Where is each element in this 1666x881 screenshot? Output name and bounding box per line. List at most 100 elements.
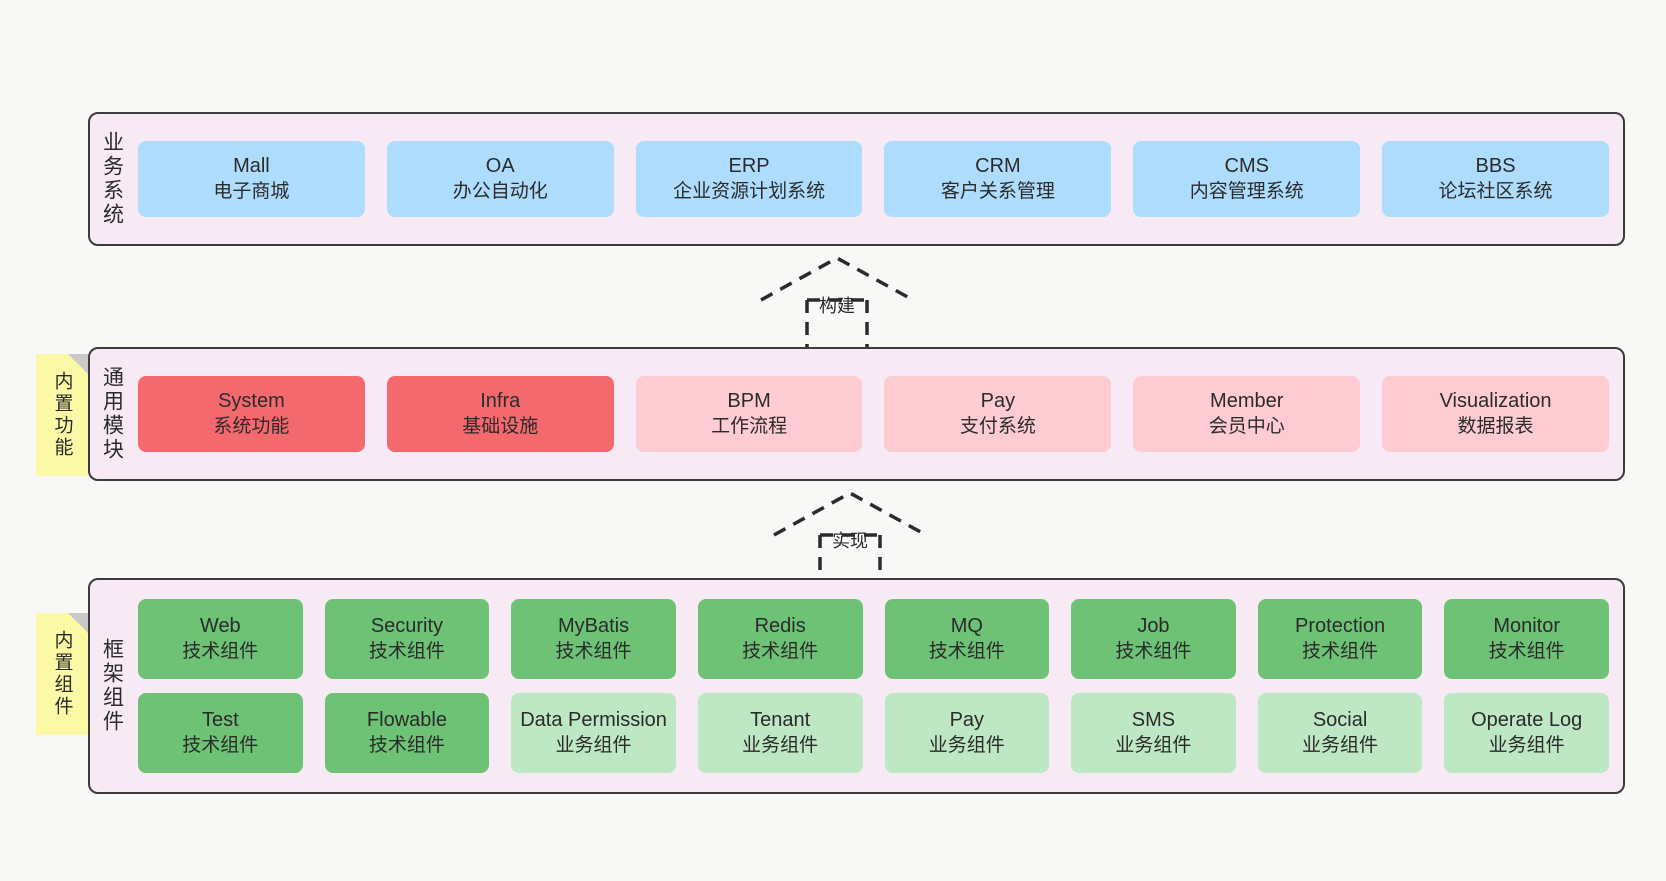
module-name-en: BPM (727, 390, 771, 413)
component-name-en: MyBatis (558, 615, 630, 638)
component-box-test[interactable]: Test 技术组件 (138, 693, 303, 773)
module-name-cn: 系统功能 (213, 415, 290, 437)
module-box-visualization[interactable]: Visualization 数据报表 (1382, 376, 1609, 452)
module-box-bpm[interactable]: BPM 工作流程 (635, 376, 863, 452)
arrow-head-shape (773, 491, 927, 537)
module-name-cn: 基础设施 (462, 415, 539, 437)
layer-body-business-system: Mall 电子商城 OA 办公自动化 ERP 企业资源计划系统 CRM 客户关系… (134, 114, 1623, 244)
module-name-en: CRM (975, 155, 1021, 178)
module-name-cn: 工作流程 (711, 415, 788, 437)
component-name-en: Job (1137, 615, 1170, 638)
component-name-cn: 技术组件 (1488, 640, 1565, 662)
layer-body-common-module: System 系统功能 Infra 基础设施 BPM 工作流程 Pay 支付系统… (134, 349, 1623, 479)
layer-business-system[interactable]: 业务系统 Mall 电子商城 OA 办公自动化 ERP 企业资源计划系统 CRM… (88, 112, 1625, 246)
note-builtin-component: 内置组件 (36, 613, 88, 735)
component-box-protection[interactable]: Protection 技术组件 (1257, 599, 1423, 679)
component-box-monitor[interactable]: Monitor 技术组件 (1444, 599, 1609, 679)
module-box-mall[interactable]: Mall 电子商城 (138, 141, 365, 217)
component-name-en: Security (370, 615, 444, 638)
module-box-pay[interactable]: Pay 支付系统 (884, 376, 1112, 452)
component-box-security[interactable]: Security 技术组件 (324, 599, 490, 679)
component-box-tenant[interactable]: Tenant 业务组件 (697, 693, 863, 773)
module-name-cn: 论坛社区系统 (1438, 180, 1553, 202)
component-box-mq[interactable]: MQ 技术组件 (884, 599, 1050, 679)
component-name-en: SMS (1131, 709, 1176, 732)
component-name-cn: 业务组件 (928, 734, 1005, 756)
module-name-cn: 会员中心 (1208, 415, 1285, 437)
module-name-en: Visualization (1439, 390, 1552, 413)
component-name-en: Redis (754, 615, 806, 638)
module-box-member[interactable]: Member 会员中心 (1133, 376, 1361, 452)
component-name-en: Social (1312, 709, 1368, 732)
module-name-en: CMS (1224, 155, 1269, 178)
component-box-operate-log[interactable]: Operate Log 业务组件 (1444, 693, 1609, 773)
component-box-flowable[interactable]: Flowable 技术组件 (324, 693, 490, 773)
module-box-system[interactable]: System 系统功能 (138, 376, 365, 452)
module-name-en: System (218, 390, 285, 413)
module-name-en: BBS (1475, 155, 1516, 178)
component-box-sms[interactable]: SMS 业务组件 (1071, 693, 1236, 773)
layer-framework-component[interactable]: 框架组件 Web 技术组件 Security 技术组件 MyBatis 技术组件… (88, 578, 1625, 794)
layer-body-framework-component: Web 技术组件 Security 技术组件 MyBatis 技术组件 Redi… (134, 580, 1623, 792)
component-name-en: Data Permission (520, 709, 667, 732)
component-name-cn: 业务组件 (1302, 734, 1379, 756)
component-name-en: Flowable (366, 709, 447, 732)
arrow-head-shape (760, 256, 914, 302)
component-box-data-permission[interactable]: Data Permission 业务组件 (511, 693, 676, 773)
layer-common-module[interactable]: 通用模块 System 系统功能 Infra 基础设施 BPM 工作流程 Pay… (88, 347, 1625, 481)
component-name-cn: 技术组件 (368, 734, 445, 756)
module-box-crm[interactable]: CRM 客户关系管理 (884, 141, 1112, 217)
component-name-cn: 技术组件 (742, 640, 819, 662)
connector-implement: 实现 (770, 487, 930, 583)
module-row: Mall 电子商城 OA 办公自动化 ERP 企业资源计划系统 CRM 客户关系… (138, 141, 1609, 217)
component-name-cn: 技术组件 (182, 734, 259, 756)
component-name-cn: 业务组件 (1115, 734, 1192, 756)
module-name-en: OA (485, 155, 515, 178)
layer-title-business-system: 业务系统 (100, 131, 124, 227)
component-name-cn: 业务组件 (1488, 734, 1565, 756)
component-name-cn: 技术组件 (555, 640, 632, 662)
module-box-oa[interactable]: OA 办公自动化 (386, 141, 614, 217)
module-box-bbs[interactable]: BBS 论坛社区系统 (1382, 141, 1609, 217)
component-box-redis[interactable]: Redis 技术组件 (697, 599, 863, 679)
layer-title-common-module: 通用模块 (100, 366, 124, 462)
module-name-en: Member (1210, 390, 1284, 413)
component-name-cn: 技术组件 (1115, 640, 1192, 662)
connector-build: 构建 (757, 252, 917, 348)
layer-title-framework-component: 框架组件 (100, 638, 124, 734)
module-row: Test 技术组件 Flowable 技术组件 Data Permission … (138, 693, 1609, 773)
note-builtin-function-label: 内置功能 (51, 371, 73, 459)
module-name-cn: 数据报表 (1457, 415, 1534, 437)
module-name-en: ERP (728, 155, 770, 178)
component-name-cn: 技术组件 (182, 640, 259, 662)
component-box-job[interactable]: Job 技术组件 (1071, 599, 1236, 679)
module-name-cn: 支付系统 (959, 415, 1036, 437)
component-box-social[interactable]: Social 业务组件 (1257, 693, 1423, 773)
module-name-cn: 内容管理系统 (1189, 180, 1304, 202)
module-name-cn: 办公自动化 (452, 180, 548, 202)
component-name-en: Tenant (750, 709, 811, 732)
note-builtin-function: 内置功能 (36, 354, 88, 476)
arrow-shaft-shape (818, 533, 882, 583)
component-name-en: Protection (1295, 615, 1386, 638)
module-box-cms[interactable]: CMS 内容管理系统 (1133, 141, 1361, 217)
component-box-mybatis[interactable]: MyBatis 技术组件 (511, 599, 676, 679)
note-builtin-component-label: 内置组件 (51, 630, 73, 718)
module-name-cn: 客户关系管理 (940, 180, 1055, 202)
component-box-web[interactable]: Web 技术组件 (138, 599, 303, 679)
component-box-pay[interactable]: Pay 业务组件 (884, 693, 1050, 773)
component-name-en: Pay (949, 709, 985, 732)
module-box-infra[interactable]: Infra 基础设施 (386, 376, 614, 452)
component-name-en: Monitor (1493, 615, 1561, 638)
module-name-en: Mall (233, 155, 270, 178)
component-name-en: Operate Log (1471, 709, 1583, 732)
module-name-en: Infra (480, 390, 521, 413)
module-name-cn: 电子商城 (213, 180, 290, 202)
component-name-cn: 技术组件 (368, 640, 445, 662)
module-box-erp[interactable]: ERP 企业资源计划系统 (635, 141, 863, 217)
component-name-en: Test (201, 709, 239, 732)
component-name-en: MQ (950, 615, 983, 638)
module-row: Web 技术组件 Security 技术组件 MyBatis 技术组件 Redi… (138, 599, 1609, 679)
component-name-cn: 技术组件 (1302, 640, 1379, 662)
module-row: System 系统功能 Infra 基础设施 BPM 工作流程 Pay 支付系统… (138, 376, 1609, 452)
